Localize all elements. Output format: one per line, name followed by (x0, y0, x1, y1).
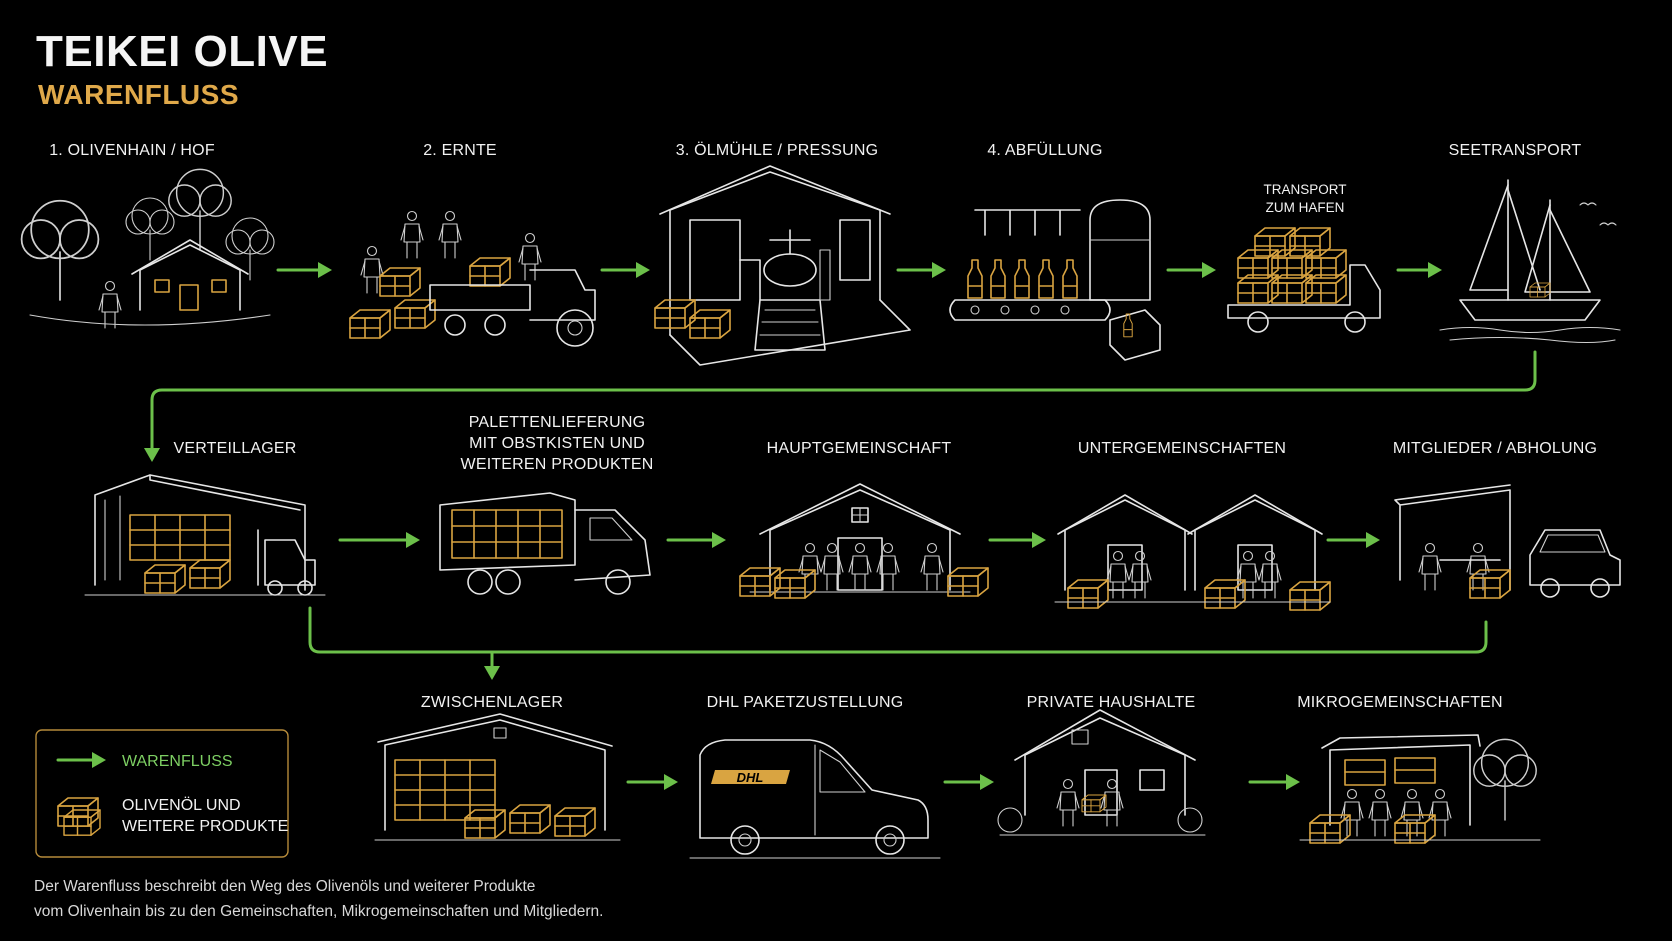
step-label-mitglieder: MITGLIEDER / ABHOLUNG (1393, 440, 1597, 457)
dhl-van-icon: DHL (689, 739, 941, 859)
step-label-oelmuehle: 3. ÖLMÜHLE / PRESSUNG (676, 141, 878, 159)
pickup-car-icon (1394, 484, 1621, 599)
step-label-abfuellung: 4. ABFÜLLUNG (987, 141, 1102, 159)
page-title: TEIKEI OLIVE (36, 27, 328, 76)
truck-icon (1227, 227, 1381, 333)
step-label-palettenlieferung-line1: PALETTENLIEFERUNG (469, 414, 645, 431)
step-label-hauptgemeinschaft: HAUPTGEMEINSCHAFT (767, 440, 952, 457)
flow-arrows-row3 (626, 774, 1300, 790)
flow-arrows-row1 (144, 262, 1537, 462)
step-label-dhl: DHL PAKETZUSTELLUNG (707, 694, 904, 711)
bottling-line-icon (949, 199, 1161, 361)
step-label-seetransport: SEETRANSPORT (1449, 142, 1582, 159)
legend-crate-icon (57, 797, 101, 836)
footnote-line1: Der Warenfluss beschreibt den Weg des Ol… (34, 878, 535, 895)
olive-grove-farm-icon (20, 168, 275, 329)
micro-community-market-icon (1299, 734, 1541, 844)
step-label-olivenhain: 1. OLIVENHAIN / HOF (49, 142, 215, 159)
step-label-transport-line1: TRANSPORT (1263, 182, 1346, 197)
flow-arrows-row2 (308, 532, 1488, 680)
legend-product-label-line2: WEITERE PRODUKTE (122, 818, 288, 835)
sailing-ship-icon (1439, 179, 1621, 344)
legend-product-label-line1: OLIVENÖL UND (122, 796, 241, 814)
step-label-private-haushalte: PRIVATE HAUSHALTE (1027, 694, 1196, 711)
community-house-icon (739, 483, 989, 599)
step-label-palettenlieferung-line2: MIT OBSTKISTEN UND (469, 435, 645, 452)
delivery-truck-icon (439, 492, 651, 595)
step-label-zwischenlager: ZWISCHENLAGER (421, 694, 563, 711)
step-label-mikrogemeinschaften: MIKROGEMEINSCHAFTEN (1297, 694, 1503, 711)
intermediate-warehouse-icon (374, 713, 621, 841)
step-label-transport-line2: ZUM HAFEN (1266, 200, 1345, 215)
footnote-line2: vom Olivenhain bis zu den Gemeinschaften… (34, 903, 604, 920)
sub-community-houses-icon (1054, 494, 1331, 611)
step-label-verteillager: VERTEILLAGER (173, 440, 296, 457)
legend-flow-label: WARENFLUSS (122, 753, 233, 770)
harvest-tractor-icon (349, 210, 596, 347)
step-label-ernte: 2. ERNTE (423, 142, 497, 159)
oil-mill-press-icon (654, 165, 911, 366)
page-subtitle: WARENFLUSS (38, 79, 239, 110)
step-label-palettenlieferung-line3: WEITEREN PRODUKTEN (461, 456, 654, 473)
warehouse-forklift-icon (84, 474, 326, 596)
private-household-icon (997, 709, 1206, 836)
step-label-untergemeinschaften: UNTERGEMEINSCHAFTEN (1078, 440, 1286, 457)
legend: WARENFLUSS OLIVENÖL UND WEITERE PRODUKTE (35, 729, 289, 858)
dhl-logo-text: DHL (737, 770, 764, 785)
